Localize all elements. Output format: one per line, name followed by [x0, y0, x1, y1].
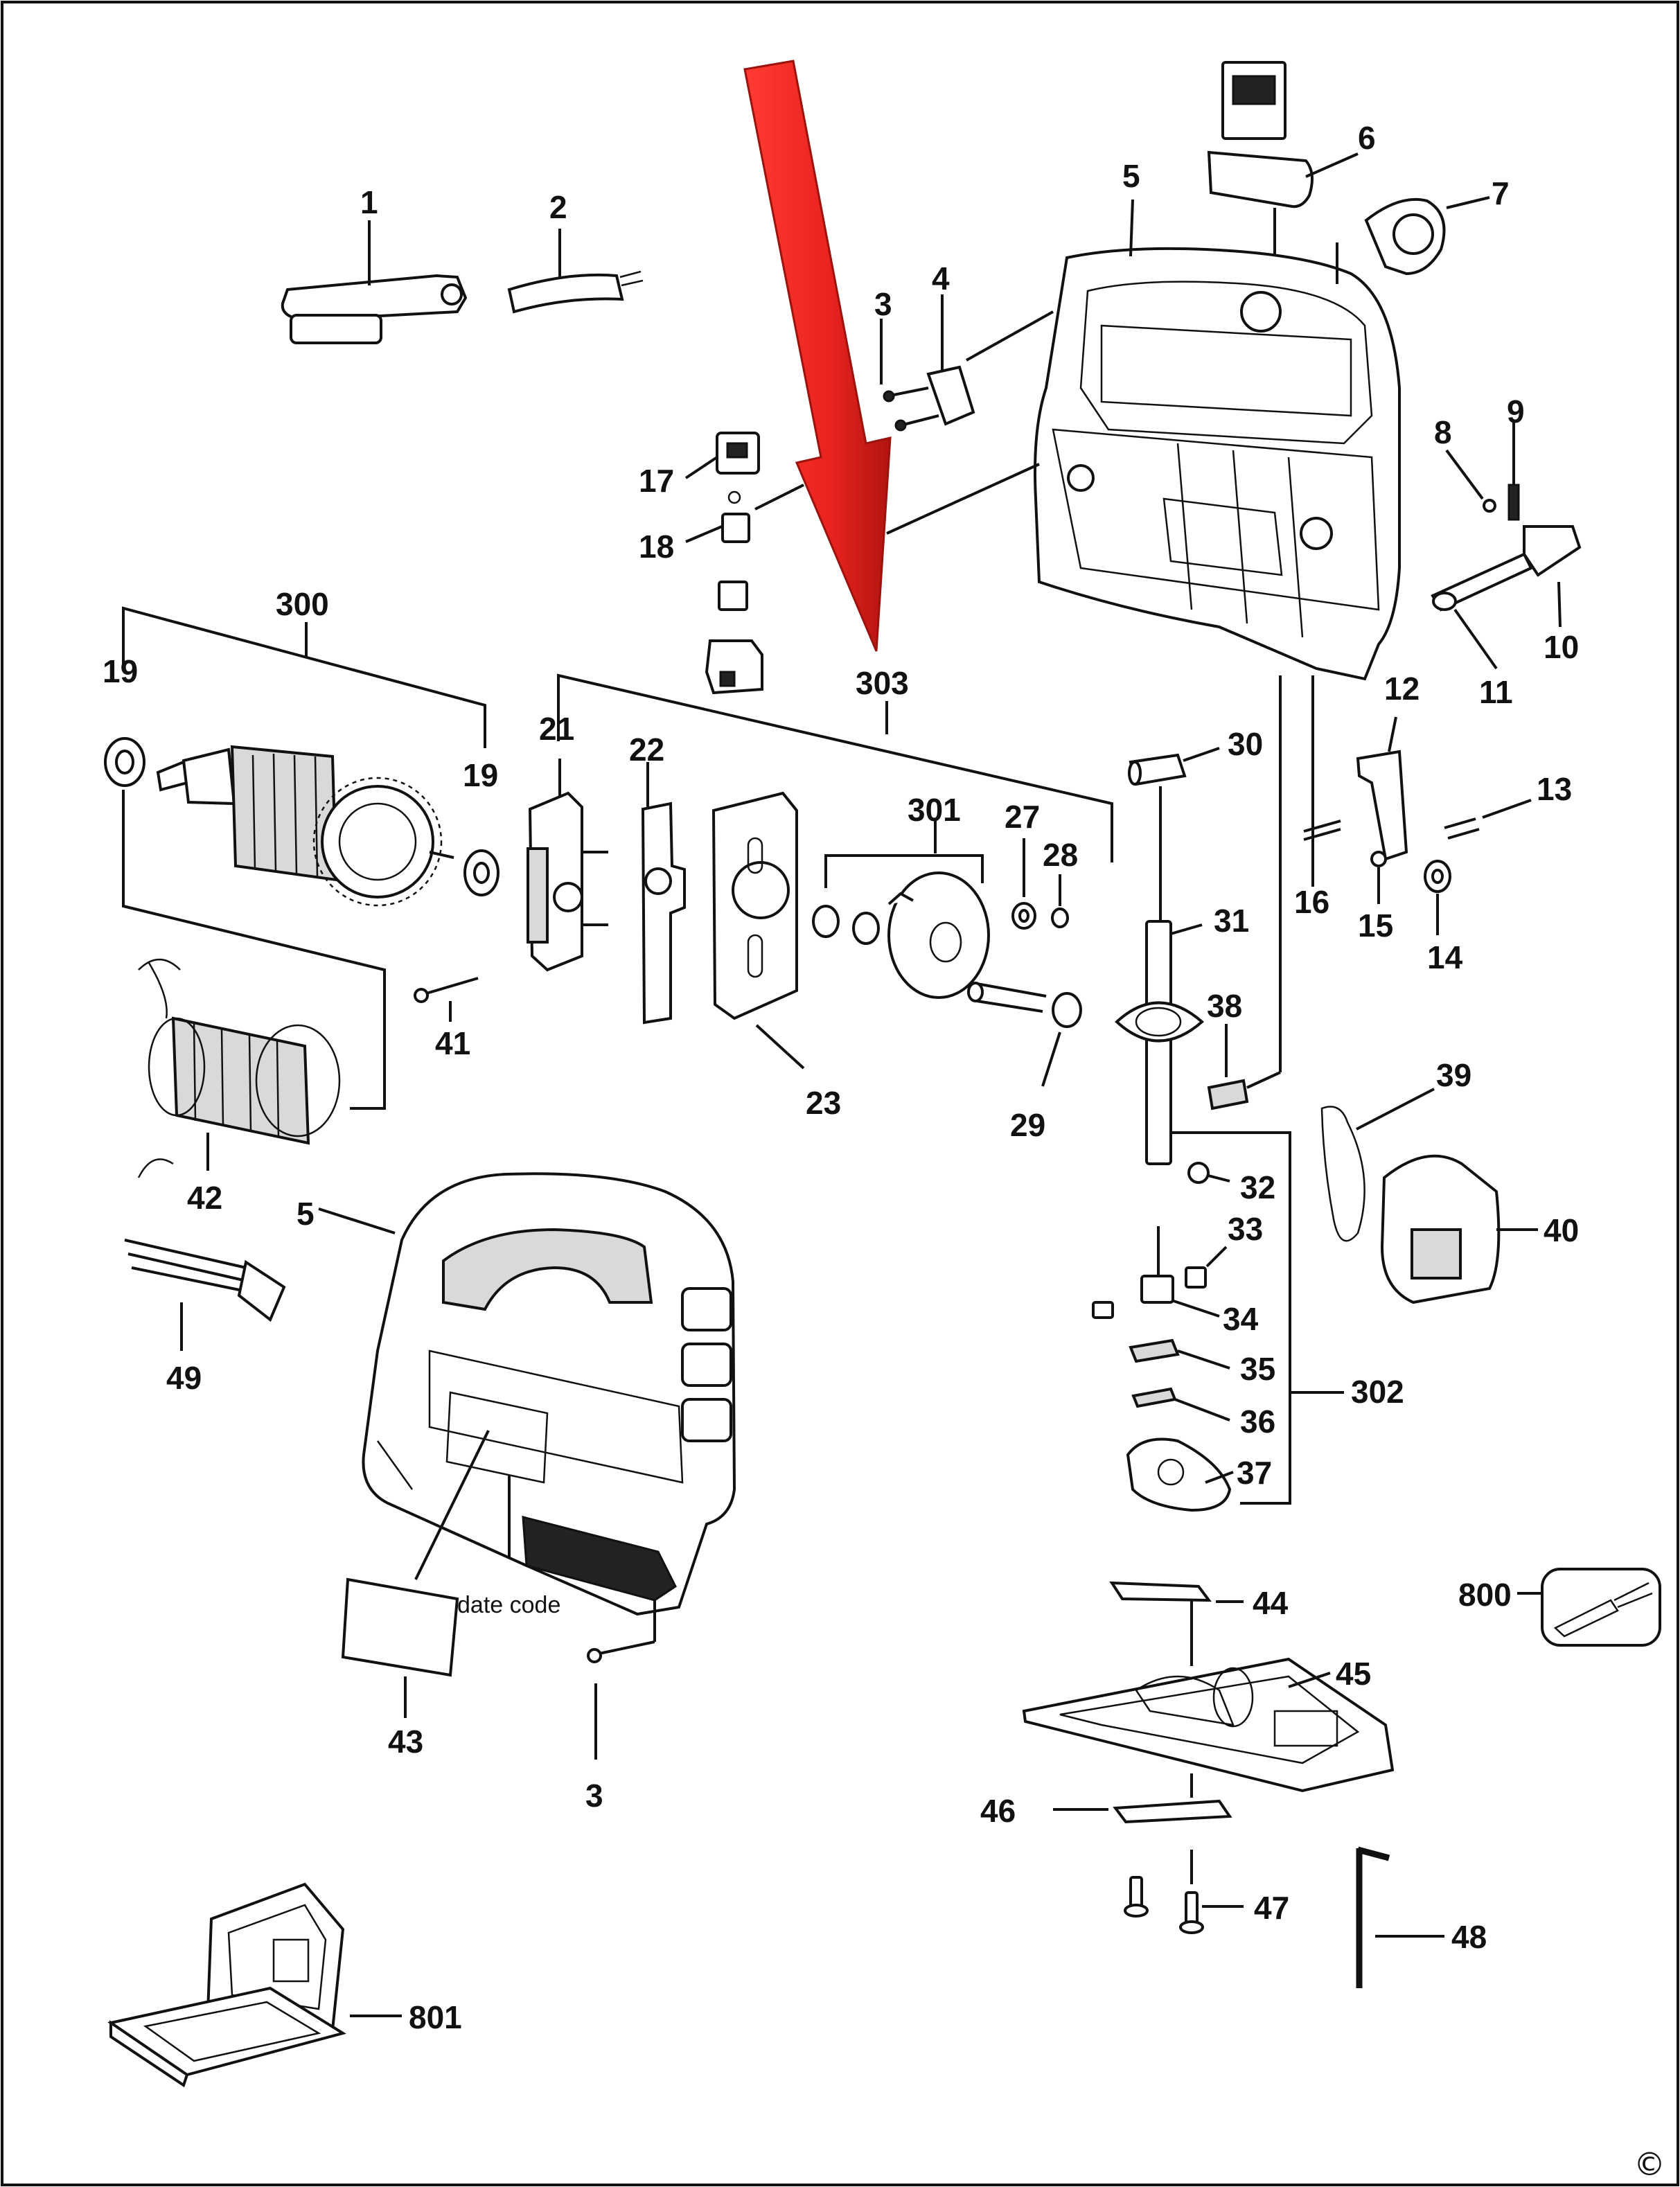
part-labels: 1 2 3 4 5 6 7 8 9 10 11 12 13 14 15 16 1…	[103, 120, 1665, 2183]
label-43: 43	[388, 1724, 423, 1760]
part-1-graphic	[281, 220, 468, 344]
part-12-16-graphic	[1303, 675, 1532, 935]
label-31: 31	[1214, 903, 1249, 939]
gear-group-graphic	[527, 673, 1113, 1087]
label-13: 13	[1537, 771, 1572, 807]
part-801-graphic	[107, 1882, 402, 2088]
label-303: 303	[856, 665, 909, 701]
label-3: 3	[874, 286, 892, 322]
label-48: 48	[1451, 1919, 1487, 1955]
label-301: 301	[908, 792, 961, 828]
label-11: 11	[1479, 674, 1513, 710]
part-2-graphic	[507, 229, 644, 314]
label-302: 302	[1351, 1374, 1404, 1410]
label-45: 45	[1336, 1656, 1371, 1692]
part-3-4-graphic	[880, 294, 1054, 432]
part-43-graphic	[341, 1577, 459, 1718]
label-34: 34	[1223, 1301, 1259, 1337]
part-800-graphic	[1517, 1568, 1661, 1647]
label-35: 35	[1240, 1351, 1275, 1387]
label-14: 14	[1427, 939, 1463, 975]
copyright-icon: ©	[1634, 2145, 1665, 2183]
armature-group-graphic	[104, 606, 499, 1110]
label-2: 2	[549, 189, 567, 225]
label-47: 47	[1254, 1890, 1289, 1926]
part-41-graphic	[414, 977, 479, 1022]
label-37: 37	[1237, 1455, 1272, 1491]
label-42: 42	[187, 1180, 222, 1216]
label-12: 12	[1384, 671, 1420, 707]
label-30: 30	[1228, 726, 1263, 762]
label-40: 40	[1544, 1212, 1579, 1248]
label-8: 8	[1434, 414, 1452, 450]
highlight-arrow-icon	[743, 60, 892, 652]
label-21: 21	[539, 711, 574, 747]
label-1: 1	[360, 184, 378, 220]
label-18: 18	[639, 529, 674, 565]
label-46: 46	[980, 1793, 1016, 1829]
part-42-graphic	[137, 958, 341, 1178]
label-10: 10	[1544, 629, 1579, 665]
housing-half-graphic	[886, 199, 1401, 681]
label-41: 41	[435, 1025, 470, 1061]
label-19-right: 19	[463, 757, 498, 793]
label-49: 49	[166, 1360, 202, 1396]
label-6: 6	[1358, 120, 1376, 156]
part-17-18-graphic	[684, 432, 804, 695]
part-39-40-graphic	[1320, 1088, 1538, 1304]
label-17: 17	[639, 463, 674, 499]
label-22: 22	[629, 732, 664, 768]
part-49-graphic	[124, 1239, 286, 1351]
label-44: 44	[1253, 1585, 1289, 1621]
label-5-tool: 5	[297, 1196, 315, 1232]
label-32: 32	[1240, 1169, 1275, 1205]
label-7: 7	[1492, 175, 1510, 211]
label-16: 16	[1294, 884, 1329, 920]
label-3-tool: 3	[585, 1778, 603, 1814]
base-group-graphic	[1022, 1581, 1444, 1988]
label-800: 800	[1458, 1577, 1512, 1613]
part-6-graphic	[1207, 61, 1359, 256]
label-9: 9	[1507, 393, 1525, 430]
label-23: 23	[806, 1085, 841, 1121]
label-300: 300	[276, 586, 329, 622]
assembled-jigsaw-graphic	[318, 1172, 736, 1760]
label-27: 27	[1005, 799, 1040, 835]
label-15: 15	[1358, 907, 1393, 944]
part-8-11-graphic	[1431, 423, 1582, 670]
label-39: 39	[1436, 1057, 1471, 1093]
label-28: 28	[1043, 837, 1078, 873]
label-36: 36	[1240, 1404, 1275, 1440]
label-29: 29	[1010, 1107, 1045, 1143]
date-code-label: date code	[457, 1592, 560, 1618]
label-19-left: 19	[103, 653, 138, 689]
label-4: 4	[932, 260, 950, 296]
label-38: 38	[1207, 988, 1242, 1024]
label-801: 801	[409, 1999, 462, 2035]
part-7-graphic	[1336, 196, 1490, 284]
plunger-group-graphic	[1092, 675, 1344, 1512]
label-5: 5	[1122, 158, 1140, 194]
label-33: 33	[1228, 1211, 1263, 1247]
